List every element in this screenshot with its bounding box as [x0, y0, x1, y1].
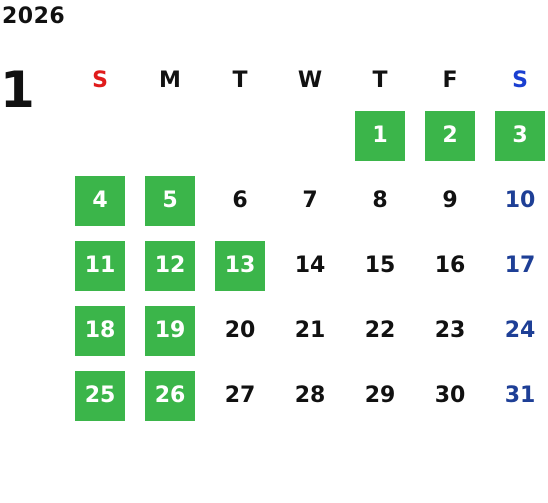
day-number: 28: [294, 383, 326, 408]
highlighted-day-cell[interactable]: 5: [135, 168, 205, 233]
weekday-header: F: [442, 68, 458, 93]
empty-day-cell: [205, 103, 275, 168]
day-cell[interactable]: 7: [275, 168, 345, 233]
day-number: 13: [215, 240, 265, 291]
day-number: 22: [364, 318, 396, 343]
day-number: 31: [504, 383, 536, 408]
day-number: 17: [504, 253, 536, 278]
day-cell[interactable]: 17: [485, 233, 548, 298]
day-cell[interactable]: 24: [485, 298, 548, 363]
highlighted-day-cell[interactable]: 25: [65, 363, 135, 428]
day-cell[interactable]: 15: [345, 233, 415, 298]
day-number: 14: [294, 253, 326, 278]
day-number: 18: [75, 305, 125, 356]
day-cell[interactable]: 21: [275, 298, 345, 363]
day-number: 21: [294, 318, 326, 343]
day-cell[interactable]: 20: [205, 298, 275, 363]
day-number: 8: [372, 188, 388, 213]
highlighted-day-cell[interactable]: 4: [65, 168, 135, 233]
highlighted-day-cell[interactable]: 26: [135, 363, 205, 428]
highlighted-day-cell[interactable]: 1: [345, 103, 415, 168]
day-cell[interactable]: 30: [415, 363, 485, 428]
year-label: 2026: [2, 4, 66, 29]
day-cell[interactable]: 14: [275, 233, 345, 298]
weekday-header: M: [159, 68, 181, 93]
day-number: 16: [434, 253, 466, 278]
day-number: 4: [75, 175, 125, 226]
month-number: 1: [0, 61, 35, 119]
weekday-header: W: [297, 68, 323, 93]
day-number: 3: [495, 110, 545, 161]
day-cell[interactable]: 23: [415, 298, 485, 363]
day-number: 1: [355, 110, 405, 161]
empty-day-cell: [275, 103, 345, 168]
weekday-header: S: [512, 68, 528, 93]
day-cell[interactable]: 27: [205, 363, 275, 428]
empty-day-cell: [135, 103, 205, 168]
day-cell[interactable]: 28: [275, 363, 345, 428]
day-number: 15: [364, 253, 396, 278]
day-cell[interactable]: 8: [345, 168, 415, 233]
day-number: 20: [224, 318, 256, 343]
day-number: 11: [75, 240, 125, 291]
day-number: 29: [364, 383, 396, 408]
day-number: 24: [504, 318, 536, 343]
highlighted-day-cell[interactable]: 18: [65, 298, 135, 363]
day-cell[interactable]: 10: [485, 168, 548, 233]
day-number: 26: [145, 370, 195, 421]
day-cell[interactable]: 29: [345, 363, 415, 428]
weekday-header: T: [372, 68, 388, 93]
highlighted-day-cell[interactable]: 11: [65, 233, 135, 298]
day-cell[interactable]: 31: [485, 363, 548, 428]
day-cell[interactable]: 22: [345, 298, 415, 363]
weekday-header: S: [92, 68, 108, 93]
highlighted-day-cell[interactable]: 19: [135, 298, 205, 363]
day-number: 5: [145, 175, 195, 226]
highlighted-day-cell[interactable]: 3: [485, 103, 548, 168]
day-number: 7: [302, 188, 318, 213]
highlighted-day-cell[interactable]: 12: [135, 233, 205, 298]
day-number: 6: [232, 188, 248, 213]
day-number: 2: [425, 110, 475, 161]
day-number: 12: [145, 240, 195, 291]
day-number: 10: [504, 188, 536, 213]
highlighted-day-cell[interactable]: 2: [415, 103, 485, 168]
highlighted-day-cell[interactable]: 13: [205, 233, 275, 298]
day-number: 25: [75, 370, 125, 421]
day-cell[interactable]: 6: [205, 168, 275, 233]
day-cell[interactable]: 16: [415, 233, 485, 298]
day-number: 19: [145, 305, 195, 356]
day-number: 9: [442, 188, 458, 213]
day-cell[interactable]: 9: [415, 168, 485, 233]
day-number: 27: [224, 383, 256, 408]
empty-day-cell: [65, 103, 135, 168]
weekday-header: T: [232, 68, 248, 93]
day-number: 23: [434, 318, 466, 343]
day-number: 30: [434, 383, 466, 408]
